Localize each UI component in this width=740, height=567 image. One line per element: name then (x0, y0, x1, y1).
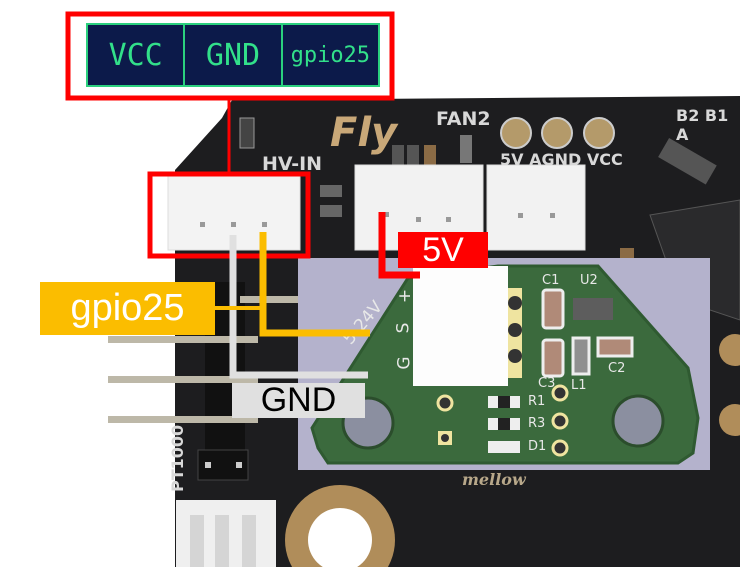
gpio25-callout: gpio25 (40, 282, 215, 335)
brand-logo: Fly (330, 110, 398, 156)
pin-gpio25: gpio25 (290, 42, 371, 68)
pinout-label: VCC GND gpio25 (86, 23, 380, 87)
c3-label: C3 (538, 376, 556, 391)
fan2-label: FAN2 (436, 108, 491, 130)
d1-label: D1 (528, 439, 547, 454)
gpio-wire (259, 232, 370, 337)
gnd-wire (229, 235, 368, 379)
fan-connector-2pin (486, 164, 586, 251)
header-pin (108, 416, 258, 423)
pin-vcc: VCC (88, 25, 186, 85)
gnd-callout: GND (232, 381, 365, 419)
maker-label: mellow (462, 470, 526, 489)
r3-label: R3 (528, 416, 546, 431)
hv-in-highlight-box (147, 171, 311, 259)
corner-label: B2 B1 A (676, 106, 729, 144)
r1-label: R1 (528, 394, 546, 409)
l1-label: L1 (571, 378, 587, 393)
pin-gnd: GND (185, 25, 283, 85)
power-pins-label: 5V AGND VCC (500, 150, 623, 169)
hv-in-label: HV-IN (262, 153, 323, 175)
c2-label: C2 (608, 361, 626, 376)
header-pin (108, 376, 258, 383)
5v-callout: 5V (398, 231, 488, 269)
sensor-board-render: 5-24V + S G C1 U2 C2 C3 L1 R1 R3 D1 (298, 258, 710, 470)
u2-label: U2 (580, 273, 598, 288)
header-pin (108, 336, 258, 343)
5v-wire (378, 212, 420, 279)
c1-label: C1 (542, 273, 560, 288)
